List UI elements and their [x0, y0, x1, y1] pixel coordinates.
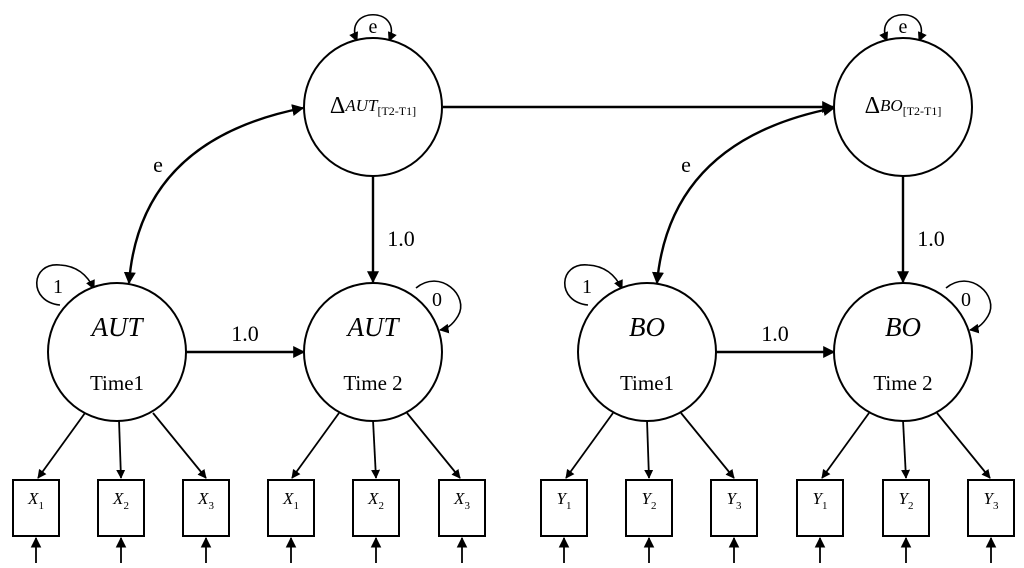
loading-bo-time1-y1 [565, 412, 614, 479]
label-1-0-aut-autoregressive: 1.0 [231, 321, 259, 346]
node-aut-time2[interactable]: AUT Time 2 [303, 282, 443, 422]
loading-aut-time2-x3 [406, 412, 461, 479]
svg-text:Y2: Y2 [642, 489, 657, 512]
label-e-delta-aut-variance: e [369, 16, 378, 38]
svg-text:Y1: Y1 [813, 489, 828, 512]
svg-text:Y3: Y3 [727, 489, 742, 512]
label-1-0-delta-bo: 1.0 [917, 226, 945, 251]
node-aut-time1[interactable]: AUT Time1 [47, 282, 187, 422]
indicator-aut1-x1[interactable]: X1 [12, 479, 60, 537]
svg-text:X2: X2 [367, 489, 384, 512]
loading-bo-time2-y3 [936, 412, 991, 479]
covariance-aut-time1-delta-aut [123, 104, 305, 285]
aut-time2-time: Time 2 [343, 371, 402, 395]
self-loop-bo-time1 [564, 264, 623, 306]
loading-bo-time2-y2 [901, 419, 911, 479]
node-delta-bo[interactable]: ΔBO[T2-T1] [833, 37, 973, 177]
indicator-bo2-y2[interactable]: Y2 [882, 479, 930, 537]
label-e-delta-bo-variance: e [899, 16, 908, 38]
label-e-right-covariance: e [681, 152, 691, 177]
indicator-bo1-y1[interactable]: Y1 [540, 479, 588, 537]
indicator-aut2-x2[interactable]: X2 [352, 479, 400, 537]
aut-time2-name: AUT [345, 312, 400, 342]
loading-aut-time2-x1 [291, 412, 340, 479]
node-bo-time2[interactable]: BO Time 2 [833, 282, 973, 422]
aut-time1-time: Time1 [90, 371, 144, 395]
loading-aut-time1-x2 [116, 419, 126, 479]
label-0-aut-time2-variance: 0 [432, 289, 442, 311]
label-1-0-bo-autoregressive: 1.0 [761, 321, 789, 346]
self-loop-bo-time2 [945, 280, 992, 334]
indicator-aut2-x1[interactable]: X1 [267, 479, 315, 537]
label-e-left-covariance: e [153, 152, 163, 177]
loading-bo-time2-y1 [821, 412, 870, 479]
node-bo-time1[interactable]: BO Time1 [577, 282, 717, 422]
loading-aut-time1-x3 [152, 412, 207, 479]
indicator-bo2-y3[interactable]: Y3 [967, 479, 1015, 537]
label-1-aut-time1-variance: 1 [53, 276, 63, 298]
indicator-bo2-y1[interactable]: Y1 [796, 479, 844, 537]
self-loop-aut-time2 [415, 280, 462, 334]
aut-time1-name: AUT [89, 312, 144, 342]
indicator-aut1-x2[interactable]: X2 [97, 479, 145, 537]
self-loop-delta-bo [879, 13, 927, 42]
self-loop-aut-time1 [36, 264, 95, 306]
indicator-aut2-x3[interactable]: X3 [438, 479, 486, 537]
node-delta-aut[interactable]: ΔAUT[T2-T1] [303, 37, 443, 177]
delta-bo-label: ΔBO[T2-T1] [865, 93, 942, 119]
bo-time2-time: Time 2 [873, 371, 932, 395]
svg-text:Y1: Y1 [557, 489, 572, 512]
covariance-bo-time1-delta-bo [652, 104, 836, 285]
svg-text:Y3: Y3 [984, 489, 999, 512]
bo-time1-name: BO [629, 312, 665, 342]
self-loop-delta-aut [349, 13, 397, 42]
label-1-bo-time1-variance: 1 [582, 276, 592, 298]
label-1-0-delta-aut: 1.0 [387, 226, 415, 251]
loading-aut-time2-x2 [371, 419, 381, 479]
svg-text:X3: X3 [453, 489, 470, 512]
label-0-bo-time2-variance: 0 [961, 289, 971, 311]
loading-bo-time1-y2 [644, 419, 654, 479]
svg-text:Y2: Y2 [899, 489, 914, 512]
indicator-bo1-y2[interactable]: Y2 [625, 479, 673, 537]
indicator-aut1-x3[interactable]: X3 [182, 479, 230, 537]
loading-aut-time1-x1 [37, 412, 86, 479]
indicator-bo1-y3[interactable]: Y3 [710, 479, 758, 537]
svg-text:X1: X1 [282, 489, 299, 512]
bo-time1-time: Time1 [620, 371, 674, 395]
svg-text:X3: X3 [197, 489, 214, 512]
loading-bo-time1-y3 [680, 412, 735, 479]
bo-time2-name: BO [885, 312, 921, 342]
delta-aut-label: ΔAUT[T2-T1] [330, 93, 416, 119]
svg-text:X1: X1 [27, 489, 44, 512]
svg-text:X2: X2 [112, 489, 129, 512]
